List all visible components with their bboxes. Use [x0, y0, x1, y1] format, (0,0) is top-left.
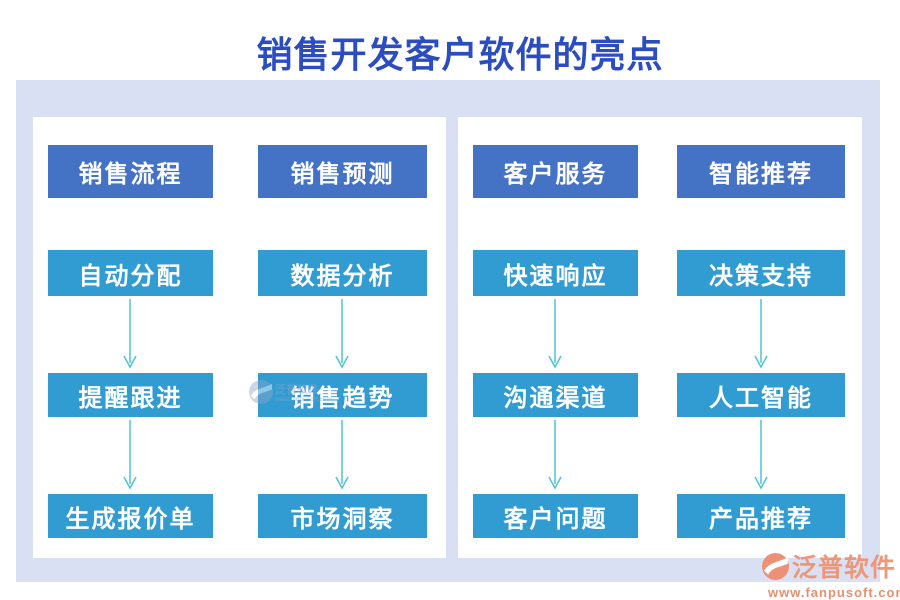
page-title: 销售开发客户软件的亮点 — [256, 34, 664, 76]
node-product-recommendation: 产品推荐 — [677, 494, 845, 538]
down-arrow-connector — [335, 299, 349, 369]
node-sales-forecast: 销售预测 — [258, 145, 427, 198]
node-market-insight: 市场洞察 — [258, 494, 427, 538]
node-sales-process: 销售流程 — [48, 145, 213, 198]
node-generate-quote: 生成报价单 — [48, 494, 213, 538]
down-arrow-connector — [754, 299, 768, 369]
node-smart-recommendation: 智能推荐 — [677, 145, 845, 198]
node-sales-trend: 销售趋势 — [258, 373, 427, 417]
node-decision-support: 决策支持 — [677, 250, 845, 296]
node-artificial-intelligence: 人工智能 — [677, 373, 845, 417]
down-arrow-connector — [123, 420, 137, 490]
node-customer-service: 客户服务 — [473, 145, 638, 198]
down-arrow-connector — [754, 420, 768, 490]
down-arrow-connector — [548, 299, 562, 369]
node-reminder-followup: 提醒跟进 — [48, 373, 213, 417]
node-quick-response: 快速响应 — [473, 250, 638, 296]
brand-url: www.fanpusoft.com — [768, 585, 900, 600]
node-data-analysis: 数据分析 — [258, 250, 427, 296]
brand-name: 泛普软件 — [792, 553, 897, 582]
node-auto-assign: 自动分配 — [48, 250, 213, 296]
down-arrow-connector — [548, 420, 562, 490]
node-customer-issues: 客户问题 — [473, 494, 638, 538]
brand-logo-icon — [762, 552, 789, 580]
down-arrow-connector — [123, 299, 137, 369]
brand-watermark: 泛普软件 www.fanpusoft.com — [762, 548, 900, 600]
node-communication-channel: 沟通渠道 — [473, 373, 638, 417]
down-arrow-connector — [335, 420, 349, 490]
